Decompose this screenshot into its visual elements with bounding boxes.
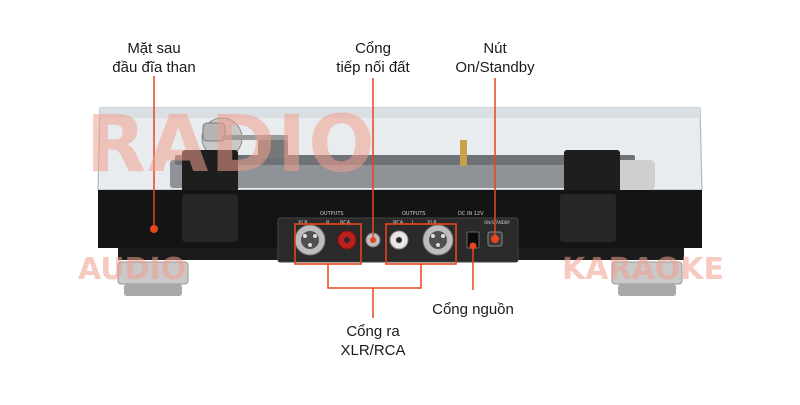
callout-dot-ground xyxy=(370,237,376,243)
headshell xyxy=(258,140,288,158)
label-ground-line1: Cổng xyxy=(355,40,391,57)
platter-mat xyxy=(615,160,655,190)
spindle xyxy=(460,140,467,166)
label-power-button-line2: On/Standby xyxy=(455,59,535,76)
label-rear-panel-line1: Mặt sau xyxy=(127,40,181,57)
dust-cover-top-edge xyxy=(100,108,700,118)
hinge-right xyxy=(564,150,620,194)
watermark-left: AUDIO xyxy=(78,252,187,287)
foot-right-bottom xyxy=(618,284,676,296)
label-outputs-line2: XLR/RCA xyxy=(340,342,406,359)
label-power-port-text: Cổng nguồn xyxy=(432,301,514,318)
label-outputs-line1: Cổng ra xyxy=(346,323,400,340)
panel-xlr-right: XLR xyxy=(427,220,437,226)
label-power-button: Nút On/Standby xyxy=(445,39,545,77)
tonearm xyxy=(222,135,288,140)
foot-left-bottom xyxy=(124,284,182,296)
panel-dc-in: DC IN 12V xyxy=(458,211,484,217)
panel-rca-right: RCA xyxy=(393,220,404,226)
panel-on-standby: ON/STANDBY xyxy=(484,220,510,225)
label-rear-panel: Mặt sau đầu đĩa than xyxy=(94,39,214,77)
platter-top xyxy=(175,155,635,165)
hinge-left-lower xyxy=(182,194,238,242)
label-outputs: Cổng ra XLR/RCA xyxy=(313,322,433,360)
leader-outputs xyxy=(327,264,422,289)
label-power-button-line1: Nút xyxy=(483,40,507,57)
label-ground-line2: tiếp nối đất xyxy=(336,59,410,76)
label-power-port: Cổng nguồn xyxy=(418,300,528,319)
callout-dot-rear xyxy=(150,225,158,233)
panel-outputs-right: OUTPUTS xyxy=(402,211,426,217)
panel-right-channel: R xyxy=(326,220,330,226)
callout-dot-power-port xyxy=(469,242,477,250)
tonearm-weight xyxy=(202,122,226,142)
panel-left-channel: L xyxy=(412,220,415,226)
label-ground-port: Cổng tiếp nối đất xyxy=(313,39,433,77)
panel-outputs-left: OUTPUTS xyxy=(320,211,344,217)
watermark-right: KARAOKE xyxy=(562,252,725,287)
panel-rca-left: RCA xyxy=(340,220,351,226)
label-rear-panel-line2: đầu đĩa than xyxy=(112,59,196,76)
platter xyxy=(170,160,640,188)
callout-dot-power-button xyxy=(491,235,499,243)
panel-xlr-left: XLR xyxy=(298,220,308,226)
hinge-left xyxy=(182,150,238,194)
hinge-right-lower xyxy=(560,194,616,242)
watermark-brand: RADIO xyxy=(86,100,377,190)
